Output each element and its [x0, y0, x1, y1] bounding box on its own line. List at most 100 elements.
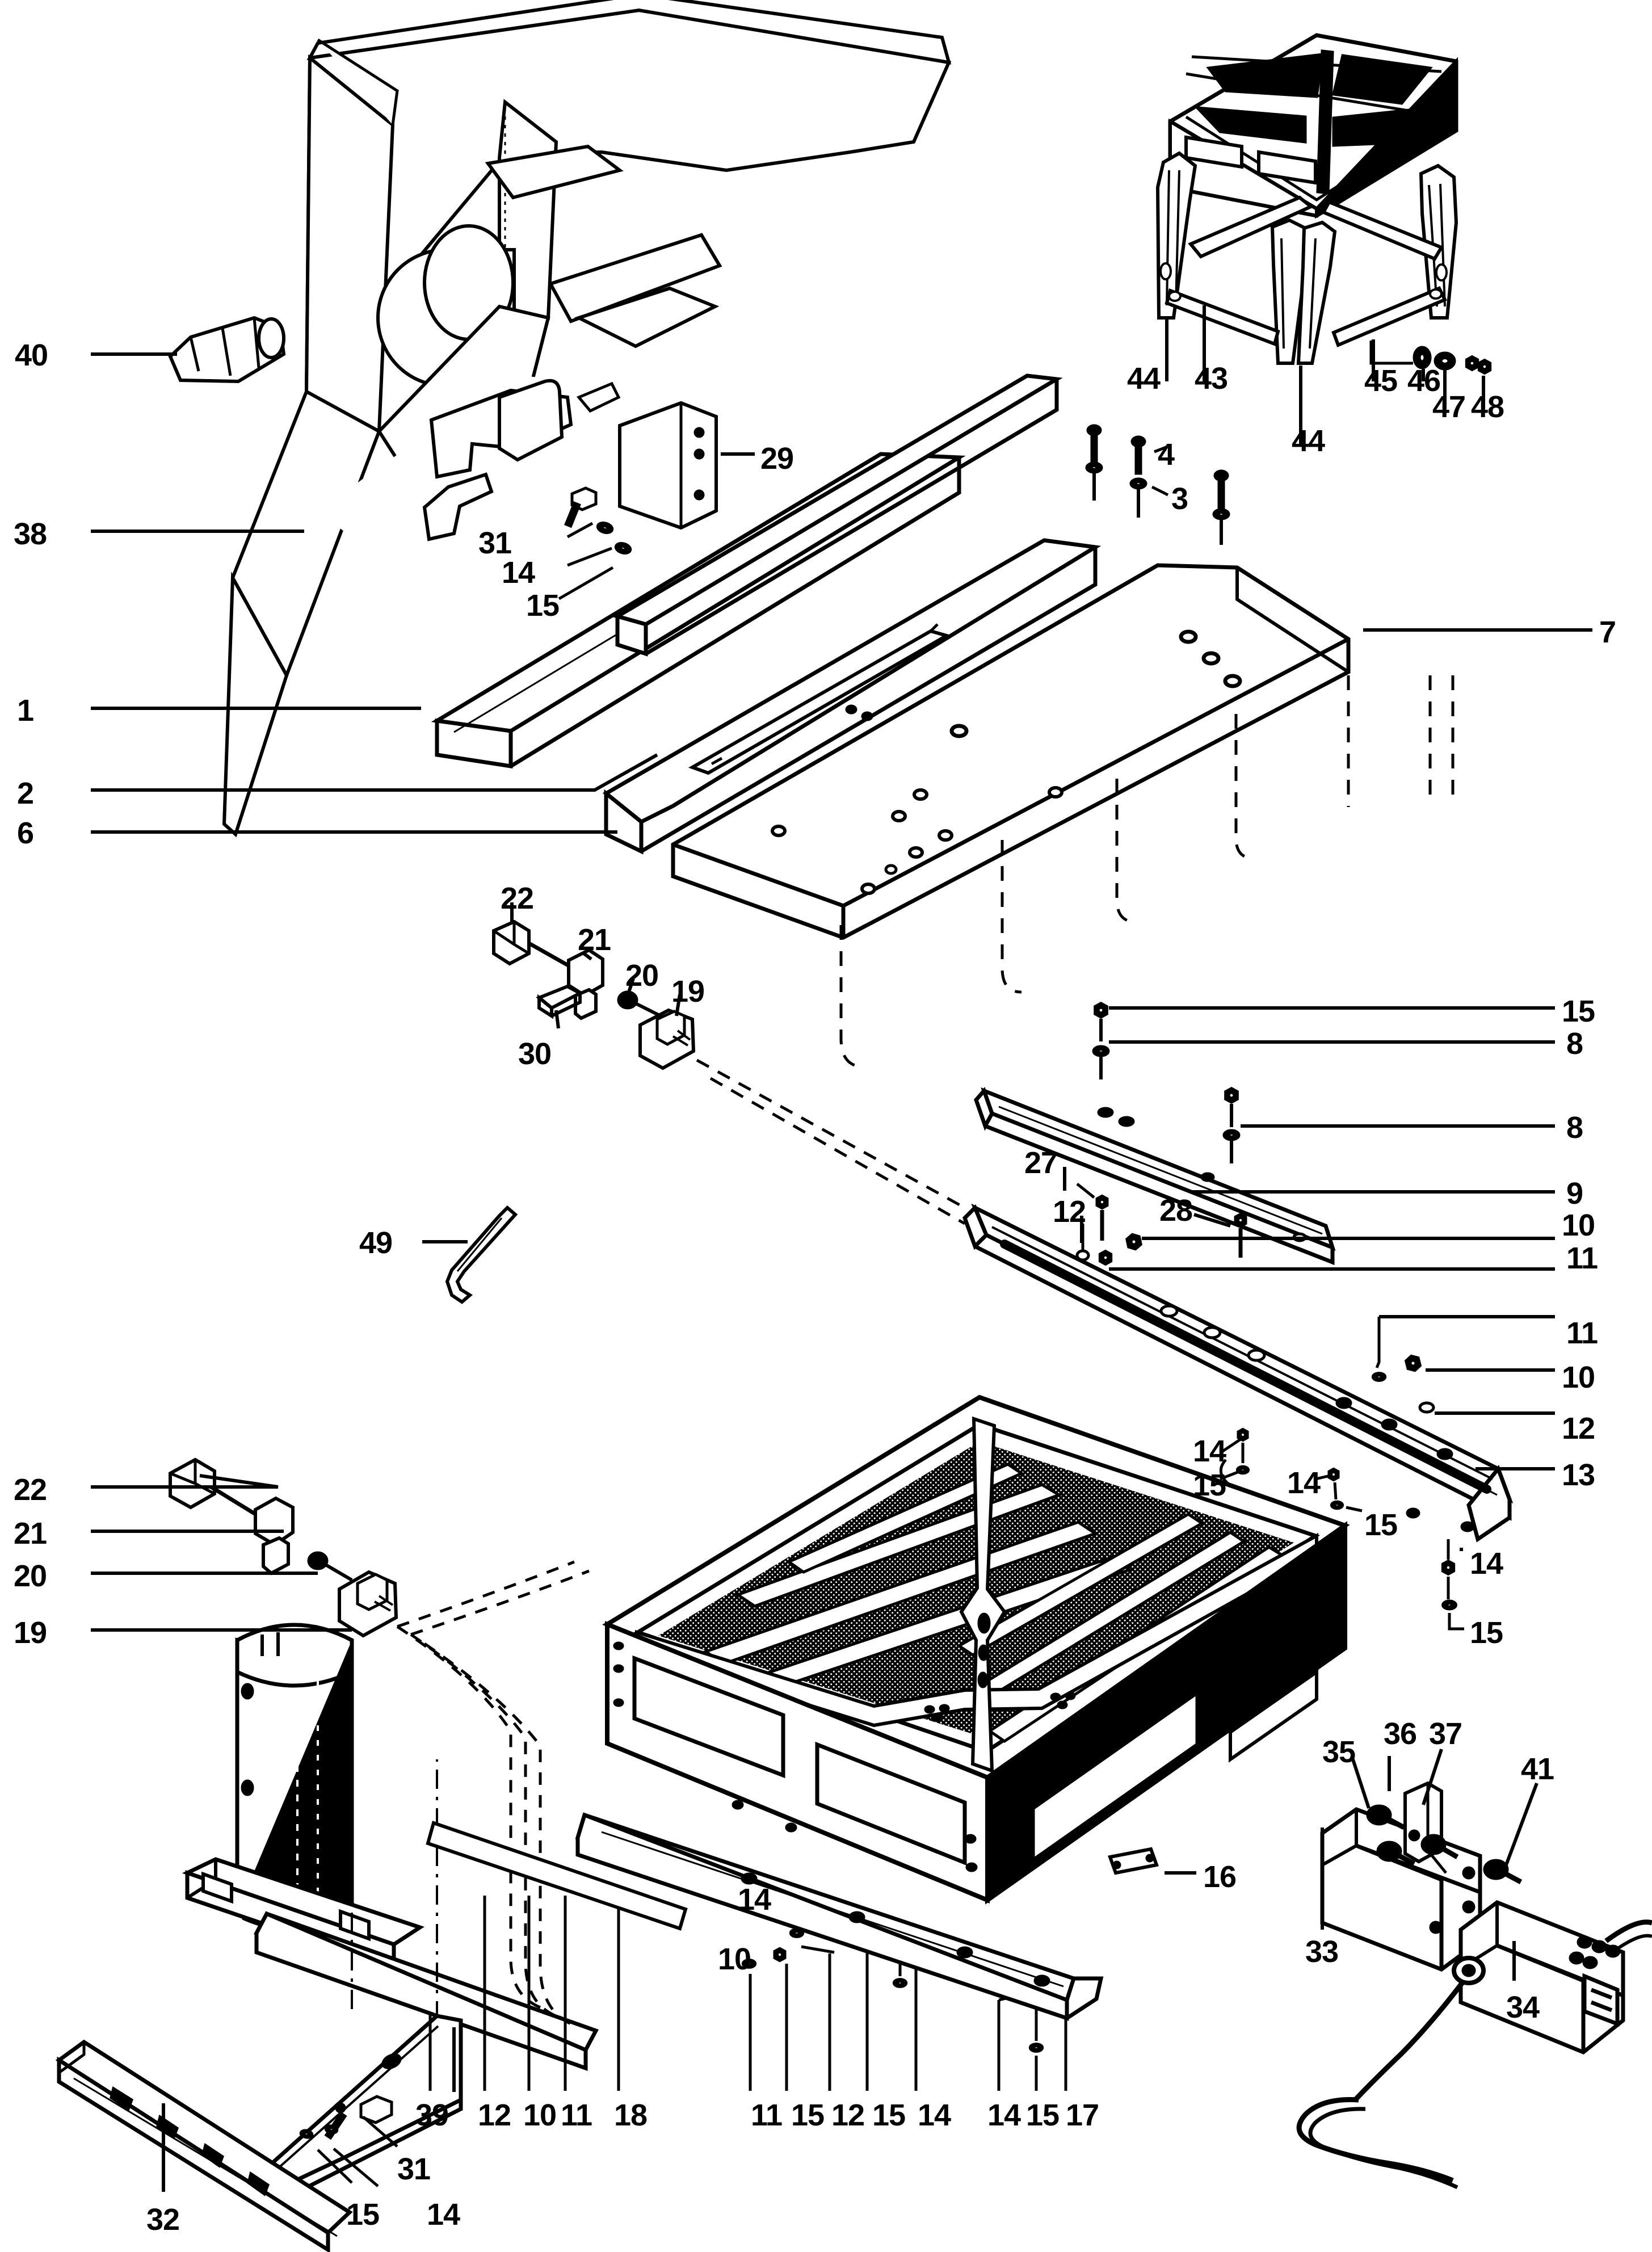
- callout-number-40: 40: [15, 338, 48, 372]
- callout-number-12: 12: [478, 2098, 511, 2132]
- fasteners-31-15-14-lower: [300, 2095, 398, 2187]
- callout-number-14: 14: [987, 2098, 1021, 2132]
- callout-number-41: 41: [1521, 1752, 1554, 1786]
- callout-number-20: 20: [625, 959, 659, 993]
- part-7-table-top-panel: [671, 563, 1351, 940]
- part-29-bracket-angle: [618, 401, 718, 530]
- callout-number-14: 14: [1470, 1547, 1503, 1581]
- callout-number-15: 15: [872, 2098, 906, 2132]
- callout-number-19: 19: [671, 974, 705, 1009]
- callout-number-15: 15: [1026, 2098, 1060, 2132]
- callout-number-10: 10: [523, 2098, 557, 2132]
- callout-number-10: 10: [1562, 1208, 1595, 1242]
- callout-number-37: 37: [1429, 1717, 1462, 1751]
- callout-number-48: 48: [1471, 390, 1504, 424]
- callout-number-10: 10: [718, 1942, 751, 1976]
- callout-number-10: 10: [1562, 1360, 1595, 1394]
- callout-number-21: 21: [14, 1516, 47, 1551]
- callout-number-43: 43: [1195, 362, 1228, 396]
- callout-number-15: 15: [346, 2198, 380, 2232]
- callout-number-31: 31: [478, 526, 512, 560]
- part-9-support-rail: [974, 1087, 1336, 1266]
- callout-number-14: 14: [502, 556, 535, 590]
- part-guard-mount-plates: [422, 286, 720, 541]
- callout-number-44: 44: [1127, 362, 1161, 396]
- callout-number-15: 15: [1562, 994, 1595, 1028]
- part-32-miter-gauge-bar: [55, 2039, 353, 2252]
- callout-number-14: 14: [738, 1883, 771, 1917]
- part-49-hex-key-wrench: [445, 1205, 518, 1304]
- callout-number-9: 9: [1566, 1177, 1583, 1211]
- part-6-table-insert-rail: [612, 373, 1063, 657]
- callout-number-45: 45: [1364, 364, 1398, 398]
- callout-number-13: 13: [1562, 1458, 1595, 1492]
- callout-number-12: 12: [831, 2098, 865, 2132]
- callout-number-17: 17: [1066, 2098, 1099, 2132]
- leader-lines: [91, 305, 1592, 2192]
- callout-number-44: 44: [1292, 424, 1325, 458]
- callout-number-38: 38: [14, 517, 47, 551]
- parts-3-4-screws: [1087, 426, 1229, 545]
- callout-number-29: 29: [760, 442, 794, 476]
- callout-number-39: 39: [415, 2098, 449, 2132]
- callout-number-14: 14: [918, 2098, 951, 2132]
- callout-number-12: 12: [1053, 1195, 1086, 1229]
- hardware-27-28: [1076, 1183, 1246, 1258]
- callout-number-11: 11: [561, 2098, 592, 2132]
- motor-cylinder-assembly: [182, 1623, 599, 2071]
- callout-number-21: 21: [578, 923, 611, 957]
- hardware-8-15-upper: [1094, 1003, 1239, 1163]
- callout-number-28: 28: [1159, 1194, 1193, 1228]
- callout-number-15: 15: [526, 589, 560, 623]
- callout-number-12: 12: [1562, 1411, 1595, 1446]
- callout-number-11: 11: [1566, 1316, 1598, 1350]
- part-40-knob-handle: [168, 316, 286, 384]
- hardware-14-15-right-stack: [1443, 1539, 1464, 1631]
- callout-number-46: 46: [1407, 364, 1441, 398]
- callout-number-2: 2: [17, 776, 34, 810]
- part-2-fence-board-right: [602, 538, 1102, 855]
- callout-number-36: 36: [1384, 1717, 1417, 1751]
- callout-number-14: 14: [1193, 1434, 1226, 1468]
- callout-number-7: 7: [1599, 615, 1616, 649]
- callout-number-32: 32: [146, 2203, 180, 2237]
- callout-number-31: 31: [397, 2152, 431, 2186]
- callout-number-11: 11: [1566, 1241, 1598, 1275]
- callout-number-19: 19: [14, 1616, 47, 1650]
- callout-number-3: 3: [1171, 482, 1188, 516]
- central-base-frame: [602, 1394, 1350, 1905]
- part-31-14-15-fastener-group: [558, 486, 632, 600]
- callout-number-15: 15: [791, 2098, 825, 2132]
- callout-number-35: 35: [1322, 1735, 1356, 1769]
- callout-number-33: 33: [1305, 1935, 1339, 1969]
- callout-number-11: 11: [751, 2098, 783, 2132]
- callout-number-34: 34: [1506, 1990, 1540, 2024]
- callout-number-8: 8: [1566, 1111, 1583, 1145]
- connector-group-upper: [492, 919, 696, 1070]
- part-16-name-plate: [1108, 1847, 1159, 1875]
- callout-number-14: 14: [1287, 1466, 1321, 1500]
- connector-group-lower: [169, 1457, 398, 1638]
- callout-number-22: 22: [501, 881, 534, 915]
- callout-number-27: 27: [1024, 1146, 1058, 1180]
- part-13-angle-rail: [962, 1203, 1514, 1543]
- fasteners-bottom-center: [428, 1890, 1067, 2091]
- callout-number-20: 20: [14, 1559, 47, 1593]
- callout-number-30: 30: [518, 1037, 552, 1071]
- callout-number-15: 15: [1193, 1468, 1226, 1502]
- callout-number-15: 15: [1364, 1508, 1398, 1542]
- hardware-right-mid: [1373, 1317, 1435, 1414]
- callout-number-47: 47: [1432, 390, 1466, 424]
- hardware-12-10-11: [1075, 1224, 1141, 1264]
- callout-number-8: 8: [1566, 1027, 1583, 1061]
- callout-number-22: 22: [14, 1473, 47, 1507]
- stand-assembly: [1155, 33, 1490, 373]
- callout-number-1: 1: [17, 694, 34, 728]
- callout-number-49: 49: [359, 1226, 393, 1260]
- callout-number-6: 6: [17, 816, 34, 850]
- callout-number-16: 16: [1203, 1860, 1237, 1894]
- part-17-cross-brace: [575, 1812, 1104, 2022]
- switch-assembly: [1296, 1781, 1652, 2190]
